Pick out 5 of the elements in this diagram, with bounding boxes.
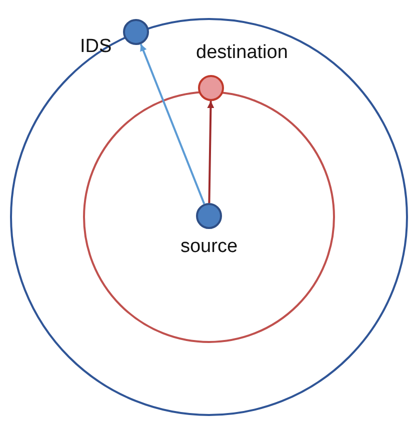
node-label: destination — [196, 42, 288, 64]
node-label: source — [179, 236, 239, 258]
arrow — [207, 100, 214, 204]
node-label: IDS — [80, 36, 112, 58]
arrow — [140, 44, 206, 204]
